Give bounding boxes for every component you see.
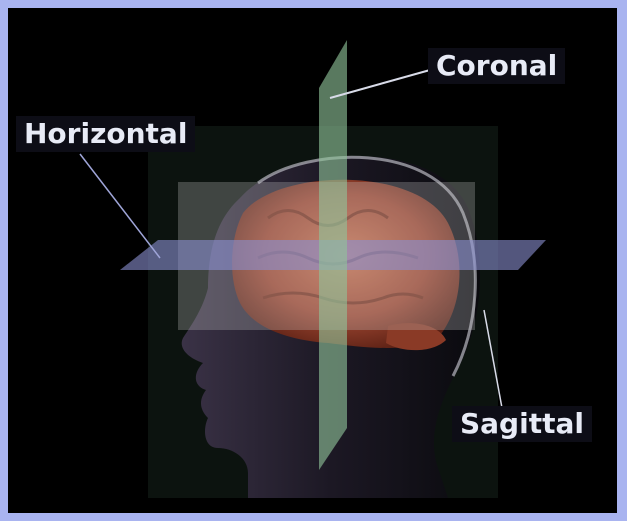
coronal-label: Coronal bbox=[428, 48, 565, 84]
anatomical-planes-diagram: Coronal Horizontal Sagittal bbox=[8, 8, 617, 513]
coronal-plane bbox=[319, 40, 347, 470]
sagittal-label: Sagittal bbox=[452, 406, 592, 442]
horizontal-label: Horizontal bbox=[16, 116, 195, 152]
